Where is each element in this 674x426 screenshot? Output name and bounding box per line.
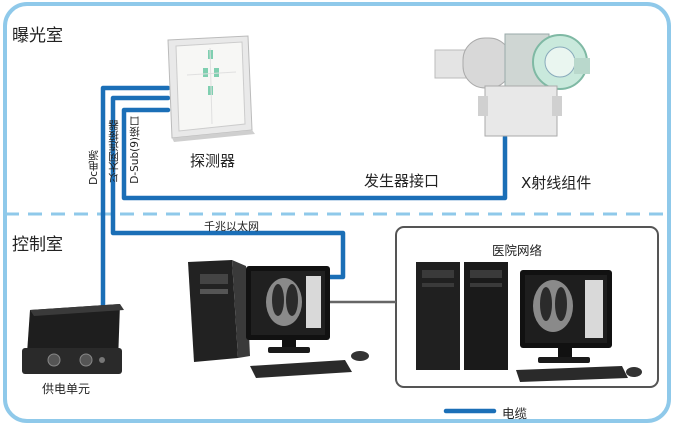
xray-assembly-label: X射线组件	[521, 174, 592, 192]
dc-power-cable	[100, 85, 171, 321]
gigabit-ethernet-label: 千兆以太网	[204, 220, 259, 233]
cables	[100, 85, 508, 414]
exposure-room-label: 曝光室	[12, 26, 63, 46]
control-room-label: 控制室	[12, 235, 63, 255]
dsub9-label: D-Sub(9)接口	[129, 116, 141, 184]
legend-cable-label: 电缆	[502, 406, 528, 421]
generator-interface-label: 发生器接口	[364, 172, 440, 190]
workstation-image	[188, 260, 369, 378]
ethernet-connector-label: 以太网连接器	[108, 120, 120, 183]
dc-power-label: Dc电源	[88, 150, 100, 185]
hospital-equipment-image	[416, 262, 642, 382]
detector-label: 探测器	[190, 152, 236, 170]
ethernet-cable	[110, 95, 346, 280]
power-unit-label: 供电单元	[42, 382, 91, 396]
power-unit-image	[22, 304, 124, 374]
hospital-network-label: 医院网络	[492, 243, 543, 258]
detector-image	[167, 35, 255, 142]
dsub-cable	[121, 107, 508, 201]
xray-assembly-image	[434, 33, 590, 137]
